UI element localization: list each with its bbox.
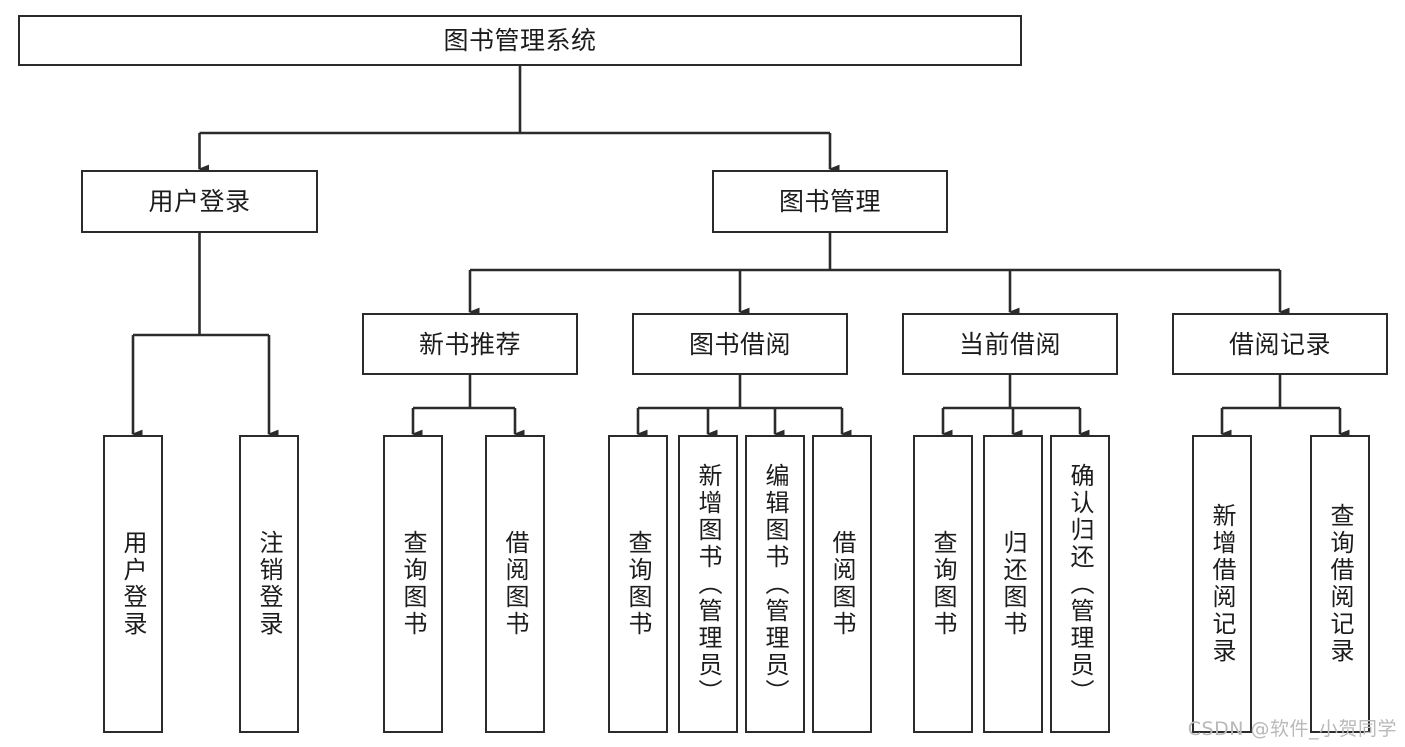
node-label-root: 图书管理系统 xyxy=(443,26,597,55)
node-cb-return[interactable]: 归还图书 xyxy=(983,435,1043,733)
node-bb-edit[interactable]: 编辑图书（管理员） xyxy=(745,435,805,733)
node-cb-confirm[interactable]: 确认归还（管理员） xyxy=(1050,435,1110,733)
watermark-text: CSDN @软件_小贺同学 xyxy=(1187,718,1397,740)
node-label-newbook: 新书推荐 xyxy=(418,329,521,359)
node-bb-borrow[interactable]: 借阅图书 xyxy=(812,435,872,733)
node-records[interactable]: 借阅记录 xyxy=(1172,313,1388,375)
node-rc-query[interactable]: 查询借阅记录 xyxy=(1310,435,1370,733)
node-label-nb-borrow: 借阅图书 xyxy=(501,530,529,638)
node-rc-add[interactable]: 新增借阅记录 xyxy=(1192,435,1252,733)
node-cb-query[interactable]: 查询图书 xyxy=(913,435,973,733)
node-current[interactable]: 当前借阅 xyxy=(902,313,1118,375)
node-newbook[interactable]: 新书推荐 xyxy=(362,313,578,375)
node-label-bb-add: 新增图书（管理员） xyxy=(694,462,722,706)
node-label-current: 当前借阅 xyxy=(958,329,1061,359)
node-bb-add[interactable]: 新增图书（管理员） xyxy=(678,435,738,733)
node-label-userlogout: 注销登录 xyxy=(255,530,283,638)
node-label-bookmgmt: 图书管理 xyxy=(778,187,881,216)
node-label-login: 用户登录 xyxy=(148,187,251,216)
node-label-bb-edit: 编辑图书（管理员） xyxy=(761,462,789,706)
node-label-cb-query: 查询图书 xyxy=(929,530,957,638)
node-label-records: 借阅记录 xyxy=(1228,329,1331,359)
node-label-cb-return: 归还图书 xyxy=(999,530,1027,638)
node-label-userlogin: 用户登录 xyxy=(119,530,147,638)
node-label-rc-query: 查询借阅记录 xyxy=(1326,503,1354,665)
node-borrow[interactable]: 图书借阅 xyxy=(632,313,848,375)
node-nb-borrow[interactable]: 借阅图书 xyxy=(485,435,545,733)
node-bb-query[interactable]: 查询图书 xyxy=(608,435,668,733)
node-userlogout[interactable]: 注销登录 xyxy=(239,435,299,733)
node-label-bb-query: 查询图书 xyxy=(624,530,652,638)
node-nb-query[interactable]: 查询图书 xyxy=(383,435,443,733)
node-bookmgmt[interactable]: 图书管理 xyxy=(712,170,948,233)
node-root[interactable]: 图书管理系统 xyxy=(18,15,1022,66)
node-label-cb-confirm: 确认归还（管理员） xyxy=(1066,462,1094,706)
node-label-rc-add: 新增借阅记录 xyxy=(1208,503,1236,665)
node-label-bb-borrow: 借阅图书 xyxy=(828,530,856,638)
node-login[interactable]: 用户登录 xyxy=(81,170,318,233)
node-label-nb-query: 查询图书 xyxy=(399,530,427,638)
node-userlogin[interactable]: 用户登录 xyxy=(103,435,163,733)
node-label-borrow: 图书借阅 xyxy=(688,329,791,359)
